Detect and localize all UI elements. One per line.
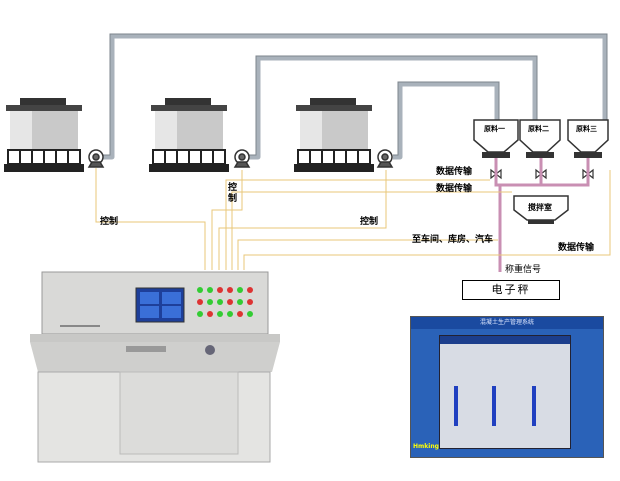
hopper-label-3: 原料三 xyxy=(576,125,597,133)
mixer xyxy=(513,195,569,224)
pipe-network xyxy=(103,33,608,160)
control-label-1: 控制 xyxy=(100,217,119,227)
mixer-label: 搅拌室 xyxy=(528,203,552,212)
hopper-1 xyxy=(473,119,519,158)
data-transfer-label-1: 数据传输 xyxy=(436,167,473,177)
destination-label: 至车间、库房、汽车 xyxy=(412,235,494,245)
knob xyxy=(205,345,215,355)
weight-signal-label: 称重信号 xyxy=(505,265,542,275)
software-screenshot: 混凝土生产管理系统 Hmking xyxy=(410,316,604,458)
electronic-scale: 电子秤 xyxy=(462,280,560,300)
software-title: 混凝土生产管理系统 xyxy=(411,317,603,329)
pump-icon xyxy=(376,149,394,168)
pipe-2 xyxy=(249,55,538,160)
keyboard xyxy=(126,346,166,352)
signal-lines xyxy=(494,158,590,272)
data-transfer-label-2: 数据传输 xyxy=(436,184,473,194)
hopper-label-2: 原料二 xyxy=(528,125,549,133)
hopper-label-1: 原料一 xyxy=(484,125,505,133)
control-label-3: 控制 xyxy=(360,217,379,227)
hopper-3 xyxy=(567,119,609,158)
tank-2 xyxy=(149,98,229,172)
pipe-3 xyxy=(393,81,500,160)
hopper-2 xyxy=(519,119,561,158)
software-logo: Hmking xyxy=(413,443,439,450)
software-dialog xyxy=(439,335,571,449)
pipe-1 xyxy=(103,33,608,160)
control-label-2b: 制 xyxy=(228,194,238,204)
indicator-lights xyxy=(197,287,253,317)
pump-icon xyxy=(87,149,105,168)
control-console xyxy=(30,271,280,463)
data-wires xyxy=(95,168,611,270)
data-transfer-label-3: 数据传输 xyxy=(558,243,595,253)
pump-icon xyxy=(233,149,251,168)
tank-3 xyxy=(294,98,374,172)
tank-1 xyxy=(4,98,84,172)
control-label-2: 控 xyxy=(228,183,238,193)
